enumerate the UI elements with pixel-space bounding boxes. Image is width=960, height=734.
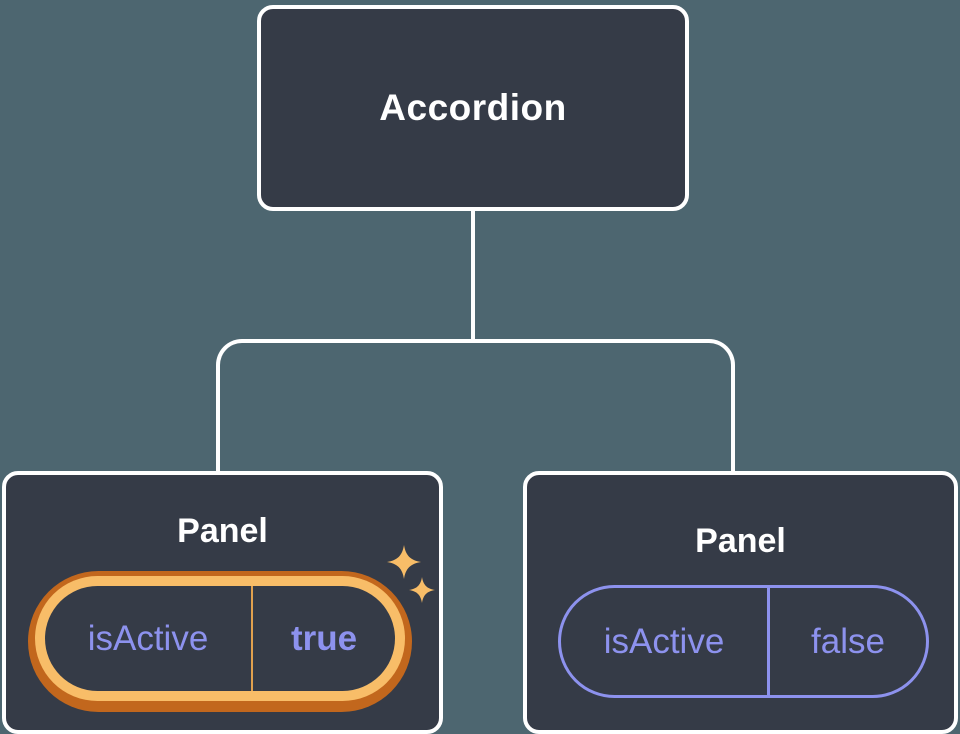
panel-node-inactive: Panel isActive false — [523, 471, 958, 734]
state-pill-active: isActive true — [28, 571, 412, 712]
state-name: isActive — [603, 621, 725, 661]
sparkle-small-icon — [409, 577, 435, 603]
panel-title: Panel — [695, 522, 786, 560]
state-pill-active-gold-ring: isActive true — [35, 576, 405, 701]
pill-divider — [251, 586, 253, 691]
accordion-label: Accordion — [379, 87, 567, 128]
state-pill-active-body: isActive true — [45, 586, 395, 691]
state-value: false — [811, 621, 885, 661]
connector-stem — [471, 211, 475, 343]
state-value-cell: false — [770, 588, 926, 695]
accordion-node: Accordion — [257, 5, 689, 211]
connector-branch — [216, 339, 735, 471]
panel-title: Panel — [177, 512, 268, 550]
pill-divider — [767, 588, 770, 695]
state-name-cell: isActive — [45, 586, 251, 691]
state-name-cell: isActive — [561, 588, 767, 695]
panel-node-active: Panel isActive true — [2, 471, 443, 734]
state-value-cell: true — [253, 586, 395, 691]
sparkle-large-icon — [387, 545, 421, 579]
state-name: isActive — [87, 618, 209, 658]
state-value: true — [290, 618, 358, 658]
state-pill-inactive: isActive false — [558, 585, 929, 698]
